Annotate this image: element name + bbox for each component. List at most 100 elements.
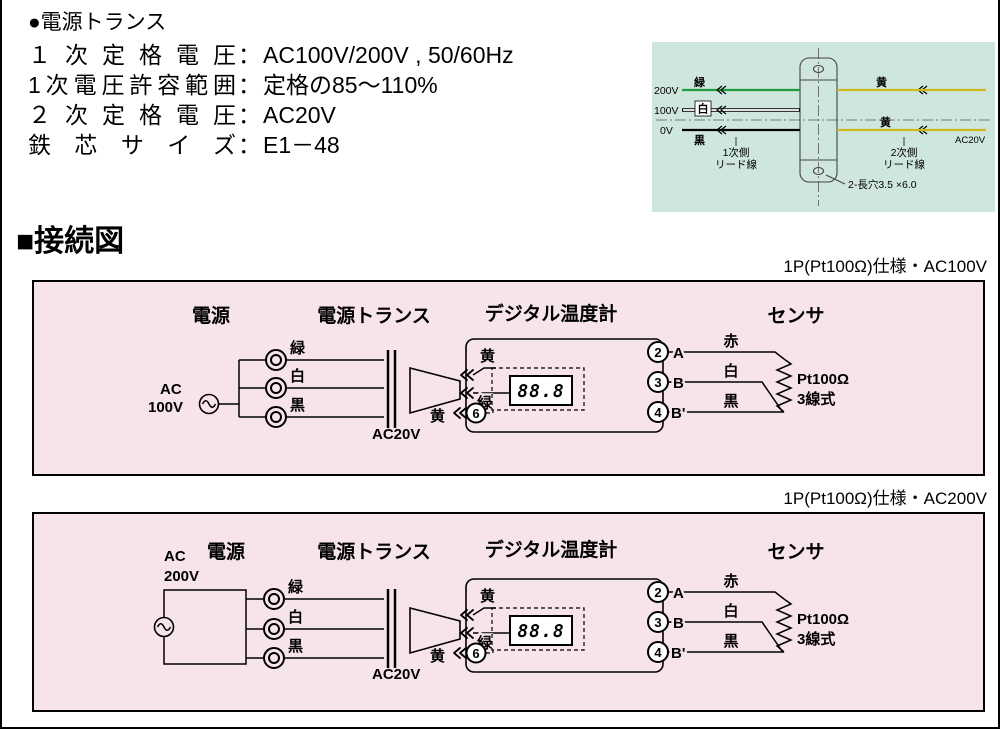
lead-bot-label: 黄 (430, 407, 445, 425)
dashed-option-box (491, 367, 585, 411)
terminal-4 (647, 401, 669, 423)
sensor-wiring-label: 3線式 (797, 630, 835, 648)
transformer-secondary (409, 606, 461, 655)
white-wire-label-box (694, 100, 712, 117)
black-wire-label: 黒 (694, 134, 705, 147)
ac-source-label: AC (164, 548, 186, 565)
secondary-leads (837, 88, 986, 132)
dashed-link (486, 650, 494, 654)
terminal-2-number: 2 (654, 345, 661, 360)
ac-sine-icon (156, 623, 172, 631)
terminal-2-number: 2 (654, 585, 661, 600)
output-voltage-label: AC20V (372, 666, 420, 683)
spec-colon: ： (238, 42, 261, 68)
diagram-caption-ac100v: 1P(Pt100Ω)仕様・AC100V (783, 257, 987, 276)
seven-segment-display (509, 375, 573, 406)
seven-segment-display (509, 615, 573, 646)
ac-source: AC 100V (148, 359, 266, 418)
lead-top-label: 黄 (480, 587, 495, 605)
output-voltage-label: AC20V (372, 426, 420, 443)
spec-value: E1－48 (263, 132, 340, 158)
spec-value: AC100V/200V , 50/60Hz (263, 42, 514, 68)
ac-source-voltage: 100V (148, 399, 183, 416)
source-wiring (218, 359, 266, 418)
header-power: 電源 (192, 304, 230, 327)
terminal-3 (647, 611, 669, 633)
section-title: ■接続図 (16, 225, 125, 258)
terminal-green-label: 緑 (290, 339, 306, 357)
terminal-4-number: 4 (654, 405, 662, 420)
terminal-4-number: 4 (654, 645, 662, 660)
transformer-core-icon (386, 589, 397, 668)
terminal-3 (647, 371, 669, 393)
wire-connector-icons (453, 609, 474, 659)
point-b2-label: B' (671, 405, 685, 422)
primary-lead-caption: リード線 (715, 158, 757, 171)
header-thermometer: デジタル温度計 (485, 302, 618, 325)
spec-block: ●電源トランス １次定格電圧：AC100V/200V , 50/60Hz 1次電… (28, 6, 514, 160)
transformer-secondary (409, 366, 461, 415)
yellow-wire-label: 黄 (880, 115, 891, 129)
sensor-wire-a (668, 591, 785, 600)
wiring-diagram-100v: 電源 電源トランス デジタル温度計 センサ AC 100V 緑 白 黒 (148, 302, 849, 443)
spec-label: 1次電圧許容範囲 (28, 72, 236, 98)
spec-colon: ： (238, 132, 261, 158)
terminal-black-label: 黒 (290, 397, 305, 414)
spec-colon: ： (238, 72, 261, 98)
point-a-label: A (673, 585, 684, 602)
wiring-diagram-200v: 電源 電源トランス デジタル温度計 センサ AC 200V 緑 白 黒 (153, 538, 849, 683)
sensor-wire-b (668, 621, 783, 652)
wire-red-label: 赤 (723, 572, 738, 590)
rtd-resistor-icon (775, 358, 793, 413)
lead-bot-label: 黄 (430, 647, 445, 665)
tap-100v-label: 100V (654, 105, 679, 117)
ac-source: AC 200V (153, 548, 264, 665)
wire-connector-icons (453, 369, 474, 419)
terminal-2 (647, 341, 669, 363)
header-power: 電源 (207, 540, 245, 563)
tap-200v-label: 200V (654, 85, 679, 97)
connection-diagram-ac200v: 電源 電源トランス デジタル温度計 センサ AC 200V 緑 白 黒 (32, 512, 985, 712)
wire-white-label: 白 (723, 602, 738, 620)
wire-red-label: 赤 (723, 332, 738, 350)
mount-hole-icon (812, 166, 825, 176)
green-wire-label: 緑 (694, 75, 706, 89)
terminal-6 (465, 402, 487, 424)
transformer-figure-panel: 200V 100V 0V 緑 白 黒 黄 黄 AC20V 1次側 (652, 42, 995, 212)
terminal-6-number: 6 (472, 646, 479, 661)
terminal-3-number: 3 (654, 615, 661, 630)
display-value: 88.8 (517, 381, 564, 402)
primary-wires (284, 598, 384, 659)
spec-label: ２次定格電圧 (28, 102, 236, 128)
terminal-white-label: 白 (290, 367, 305, 385)
spec-label: １次定格電圧 (28, 42, 236, 68)
transformer-core-icon (386, 350, 397, 428)
rtd-resistor-icon (775, 598, 793, 653)
connection-diagram-ac100v: 電源 電源トランス デジタル温度計 センサ AC 100V 緑 白 黒 (32, 280, 985, 476)
header-sensor: センサ (767, 306, 824, 327)
point-b-label: B (673, 615, 684, 632)
terminal-black-label: 黒 (288, 638, 303, 655)
spec-label: 鉄芯サイズ (28, 132, 236, 158)
header-transformer: 電源トランス (317, 304, 431, 327)
terminal-white-label: 白 (288, 608, 303, 626)
header-transformer: 電源トランス (317, 540, 431, 563)
source-wiring (163, 589, 264, 665)
spec-value: 定格の85～110% (263, 72, 438, 98)
display-value: 88.8 (517, 621, 564, 642)
ac-sine-icon (201, 400, 217, 408)
spec-row: 1次電圧許容範囲：定格の85～110% (28, 70, 514, 100)
column-headers: 電源 電源トランス デジタル温度計 センサ (207, 538, 825, 563)
sensor-type-label: Pt100Ω (797, 611, 849, 628)
header-sensor: センサ (767, 542, 824, 563)
header-thermometer: デジタル温度計 (485, 538, 618, 561)
sensor-wire-b (668, 381, 783, 412)
tap-0v-label: 0V (660, 125, 673, 137)
slot-note: 2-長穴3.5 ×6.0 (848, 178, 917, 191)
transformer-body (799, 57, 838, 183)
spec-row: １次定格電圧：AC100V/200V , 50/60Hz (28, 40, 514, 70)
sensor-type-label: Pt100Ω (797, 371, 849, 388)
terminal-6-number: 6 (472, 406, 479, 421)
dashed-link (486, 410, 494, 414)
